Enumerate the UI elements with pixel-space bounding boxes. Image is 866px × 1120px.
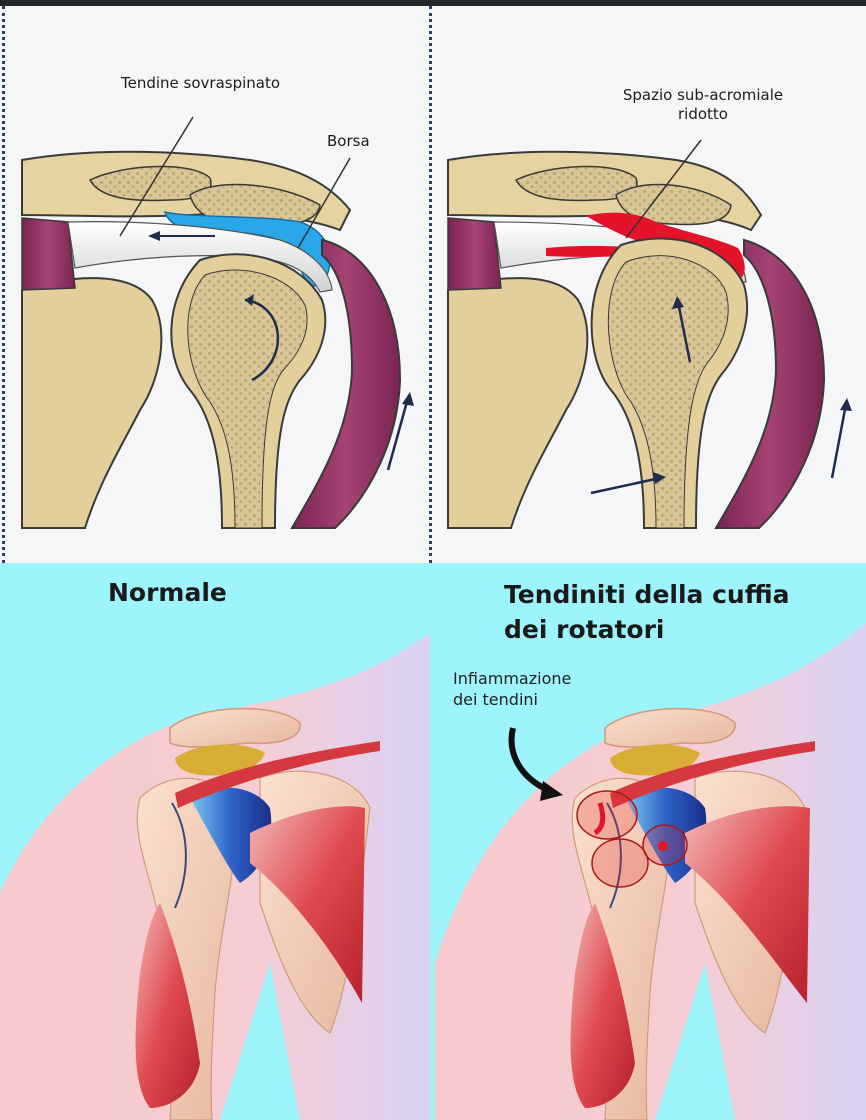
supraspinatus-muscle-right [448,218,501,290]
subacromial-space-label-line2: ridotto [598,105,808,124]
inflammation-label: Infiammazione dei tendini [453,669,571,711]
inflammation-label-line2: dei tendini [453,690,571,711]
title-normal: Normale [108,575,227,610]
left-cross-section [22,117,414,528]
bursa-label: Borsa [327,132,370,151]
scapula-right [448,278,587,528]
clavicle-bottom-right [605,709,735,747]
deltoid-arrow-right [832,404,846,478]
normal-shoulder-figure [0,633,430,1120]
inflammation-label-line1: Infiammazione [453,669,571,690]
title-tendinitis: Tendiniti della cuffia dei rotatori [504,577,789,647]
right-cross-section [448,140,852,528]
inflammation-circle-2 [592,839,648,887]
clavicle-bottom-left [170,709,300,747]
title-tendinitis-line2: dei rotatori [504,612,789,647]
subacromial-space-label: Spazio sub-acromiale ridotto [598,86,808,124]
supraspinatus-muscle-left [22,218,75,290]
subacromial-space-label-line1: Spazio sub-acromiale [598,86,808,105]
inflammation-circle-1 [577,791,637,839]
top-diagram-panel: Tendine sovraspinato Borsa Spazio sub-ac… [0,0,866,563]
scapula-left [22,278,161,528]
tendon-label: Tendine sovraspinato [121,74,280,93]
title-tendinitis-line1: Tendiniti della cuffia [504,577,789,612]
inflammation-arrow [512,728,550,791]
panel-divider [429,6,432,563]
bottom-diagram-panel: Normale Tendiniti della cuffia dei rotat… [0,563,866,1120]
